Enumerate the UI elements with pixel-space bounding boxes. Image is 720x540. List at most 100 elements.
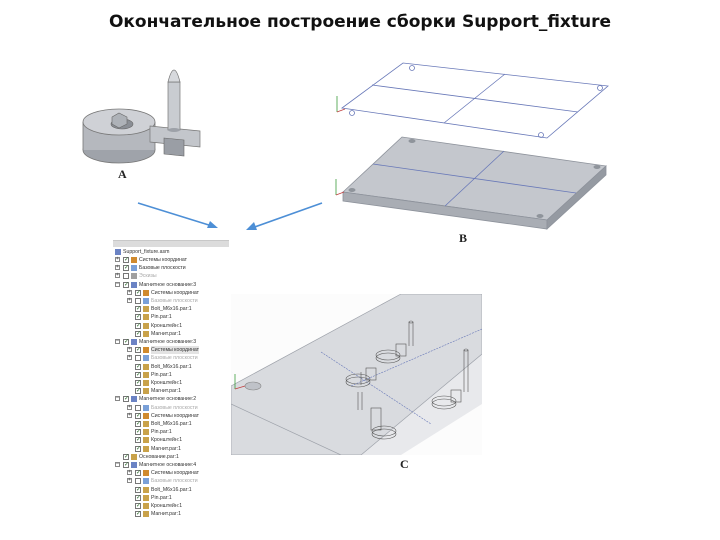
expand-icon[interactable]: +	[127, 477, 132, 484]
tree-row[interactable]: +✓ Системы координат	[113, 256, 229, 264]
tree-row[interactable]: –✓Магнитное основание:3	[113, 338, 229, 346]
visibility-checkbox[interactable]: ✓	[135, 511, 142, 518]
visibility-checkbox[interactable]: ✓	[123, 396, 130, 403]
visibility-checkbox[interactable]: ✓	[135, 494, 142, 501]
expand-icon[interactable]: +	[127, 288, 132, 295]
visibility-checkbox[interactable]: ✓	[135, 412, 142, 419]
visibility-checkbox[interactable]	[123, 273, 129, 280]
tree-row[interactable]: –✓Магнитное основание:4	[113, 461, 229, 469]
visibility-checkbox[interactable]: ✓	[123, 453, 130, 460]
tree-row-label: Магнит.par:1	[151, 330, 181, 337]
visibility-checkbox[interactable]: ✓	[135, 429, 142, 436]
visibility-checkbox[interactable]: ✓	[135, 322, 142, 329]
tree-row[interactable]: +✓ Базовые плоскости	[113, 264, 229, 272]
collapse-icon[interactable]: –	[115, 338, 120, 344]
visibility-checkbox[interactable]: ✓	[135, 314, 142, 321]
tree-row[interactable]: ✓Pin.par:1	[113, 313, 229, 321]
part-icon	[143, 429, 149, 436]
subassembly-icon	[131, 281, 137, 288]
tree-row[interactable]: +Базовые плоскости	[113, 354, 229, 362]
visibility-checkbox[interactable]: ✓	[135, 330, 142, 337]
visibility-checkbox[interactable]	[135, 355, 141, 362]
tree-row-label: Bolt_M6x16.par:1	[151, 363, 192, 370]
visibility-checkbox[interactable]: ✓	[135, 347, 142, 354]
tree-row-label: Bolt_M6x16.par:1	[151, 306, 192, 313]
tree-row[interactable]: +✓Системы координат	[113, 289, 229, 297]
tree-row[interactable]: +✓Системы координат	[113, 346, 229, 355]
tree-row[interactable]: +✓Системы координат	[113, 412, 229, 420]
tree-row-label: Базовые плоскости	[139, 265, 186, 272]
tree-row[interactable]: ✓ Bolt_M6x16.par:1	[113, 305, 229, 313]
tree-row-label: Pin.par:1	[151, 371, 172, 378]
visibility-checkbox[interactable]: ✓	[123, 462, 130, 468]
visibility-checkbox[interactable]: ✓	[135, 445, 142, 452]
tree-row[interactable]: ✓ Pin.par:1	[113, 371, 229, 379]
tree-row[interactable]: ✓Pin.par:1	[113, 428, 229, 436]
expand-icon[interactable]: +	[127, 469, 132, 476]
tree-row[interactable]: + Базовые плоскости	[113, 477, 229, 485]
visibility-checkbox[interactable]: ✓	[135, 380, 142, 386]
tree-row[interactable]: ✓Bolt_M6x16.par:1	[113, 486, 229, 494]
collapse-icon[interactable]: –	[115, 280, 120, 287]
tree-row-label: Кронштейн:1	[151, 437, 183, 444]
tree-row[interactable]: ✓Bolt_M6x16.par:1	[113, 420, 229, 428]
collapse-icon[interactable]: –	[115, 395, 120, 402]
visibility-checkbox[interactable]: ✓	[135, 306, 142, 313]
coord-icon	[143, 470, 149, 477]
tree-root-row[interactable]: Support_fixture.asm	[113, 248, 229, 256]
part-icon	[143, 437, 149, 444]
tree-row[interactable]: +Базовые плоскости	[113, 404, 229, 412]
visibility-checkbox[interactable]: ✓	[135, 363, 142, 370]
visibility-checkbox[interactable]: ✓	[123, 257, 130, 263]
tree-row[interactable]: –✓Магнитное основание:2	[113, 395, 229, 403]
tree-panel-header	[113, 241, 229, 247]
tree-row[interactable]: +Базовые плоскости	[113, 297, 229, 305]
expand-icon[interactable]: +	[127, 411, 132, 418]
visibility-checkbox[interactable]: ✓	[123, 281, 130, 288]
visibility-checkbox[interactable]	[135, 404, 141, 411]
figure-label-a: A	[118, 167, 127, 181]
tree-row-label: Системы координат	[139, 257, 187, 263]
tree-row[interactable]: +✓Системы координат	[113, 469, 229, 477]
expand-icon[interactable]: +	[127, 346, 132, 353]
visibility-checkbox[interactable]	[135, 478, 141, 485]
tree-row[interactable]: ✓Основание.par:1	[113, 453, 229, 461]
tree-row[interactable]: ✓Кронштейн:1	[113, 502, 229, 510]
tree-row[interactable]: +Эскизы	[113, 272, 229, 280]
tree-row[interactable]: ✓ Bolt_M6x16.par:1	[113, 363, 229, 371]
tree-row[interactable]: ✓ Кронштейн:1	[113, 436, 229, 444]
tree-row[interactable]: ✓Магнит.par:1	[113, 387, 229, 395]
coord-icon	[143, 347, 149, 354]
visibility-checkbox[interactable]: ✓	[135, 486, 142, 493]
part-icon	[143, 421, 149, 427]
tree-row[interactable]: ✓Pin.par:1	[113, 494, 229, 502]
tree-row[interactable]: –✓Магнитное основание:3	[113, 281, 229, 289]
visibility-checkbox[interactable]	[135, 298, 141, 304]
tree-row-label: Базовые плоскости	[151, 478, 198, 485]
visibility-checkbox[interactable]: ✓	[123, 339, 130, 345]
visibility-checkbox[interactable]: ✓	[135, 503, 142, 509]
expand-icon[interactable]: +	[115, 256, 120, 262]
tree-row[interactable]: ✓Магнит.par:1	[113, 510, 229, 518]
planes-icon	[143, 298, 149, 304]
visibility-checkbox[interactable]: ✓	[135, 289, 142, 296]
tree-row[interactable]: ✓Кронштейн:1	[113, 322, 229, 330]
visibility-checkbox[interactable]: ✓	[135, 371, 142, 378]
visibility-checkbox[interactable]: ✓	[135, 388, 142, 395]
expand-icon[interactable]: +	[127, 354, 132, 361]
expand-icon[interactable]: +	[127, 403, 132, 410]
visibility-checkbox[interactable]: ✓	[135, 421, 142, 427]
visibility-checkbox[interactable]: ✓	[135, 437, 142, 444]
tree-row[interactable]: ✓Магнит.par:1	[113, 445, 229, 453]
expand-icon[interactable]: +	[127, 297, 132, 303]
part-icon	[143, 322, 149, 329]
expand-icon[interactable]: +	[115, 264, 120, 271]
part-icon	[143, 388, 149, 395]
collapse-icon[interactable]: –	[115, 461, 120, 467]
visibility-checkbox[interactable]: ✓	[135, 470, 142, 477]
expand-icon[interactable]: +	[115, 272, 120, 279]
tree-row[interactable]: ✓Кронштейн:1	[113, 379, 229, 387]
tree-row[interactable]: ✓ Магнит.par:1	[113, 330, 229, 338]
arrow-from-a	[137, 202, 218, 228]
visibility-checkbox[interactable]: ✓	[123, 265, 130, 272]
